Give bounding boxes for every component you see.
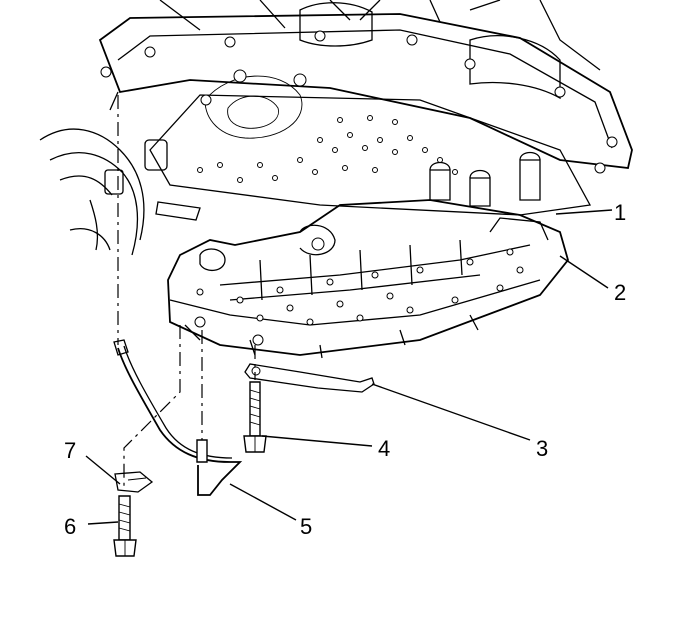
spacer-plate-holes	[197, 115, 458, 183]
manual-valve-link	[113, 330, 243, 496]
wiring-harness-bracket	[244, 363, 375, 393]
valve-body-spacer-plate	[149, 69, 592, 216]
callout-6: 6	[64, 514, 76, 539]
callout-4: 4	[378, 436, 390, 461]
harness-bolt-and-clip	[113, 95, 181, 557]
leader-lines	[85, 209, 613, 525]
callout-2: 2	[614, 280, 626, 305]
callout-3: 3	[536, 436, 548, 461]
wiring-harness	[39, 128, 201, 256]
valve-body	[167, 199, 569, 359]
callout-5: 5	[300, 514, 312, 539]
callout-labels: 1 2 3 4 5 6 7	[64, 200, 626, 539]
valve-body-bolt	[243, 345, 267, 453]
transmission-case	[98, 0, 633, 174]
valve-body-bolt-holes	[196, 248, 524, 326]
callout-1: 1	[614, 200, 626, 225]
callout-7: 7	[64, 438, 76, 463]
